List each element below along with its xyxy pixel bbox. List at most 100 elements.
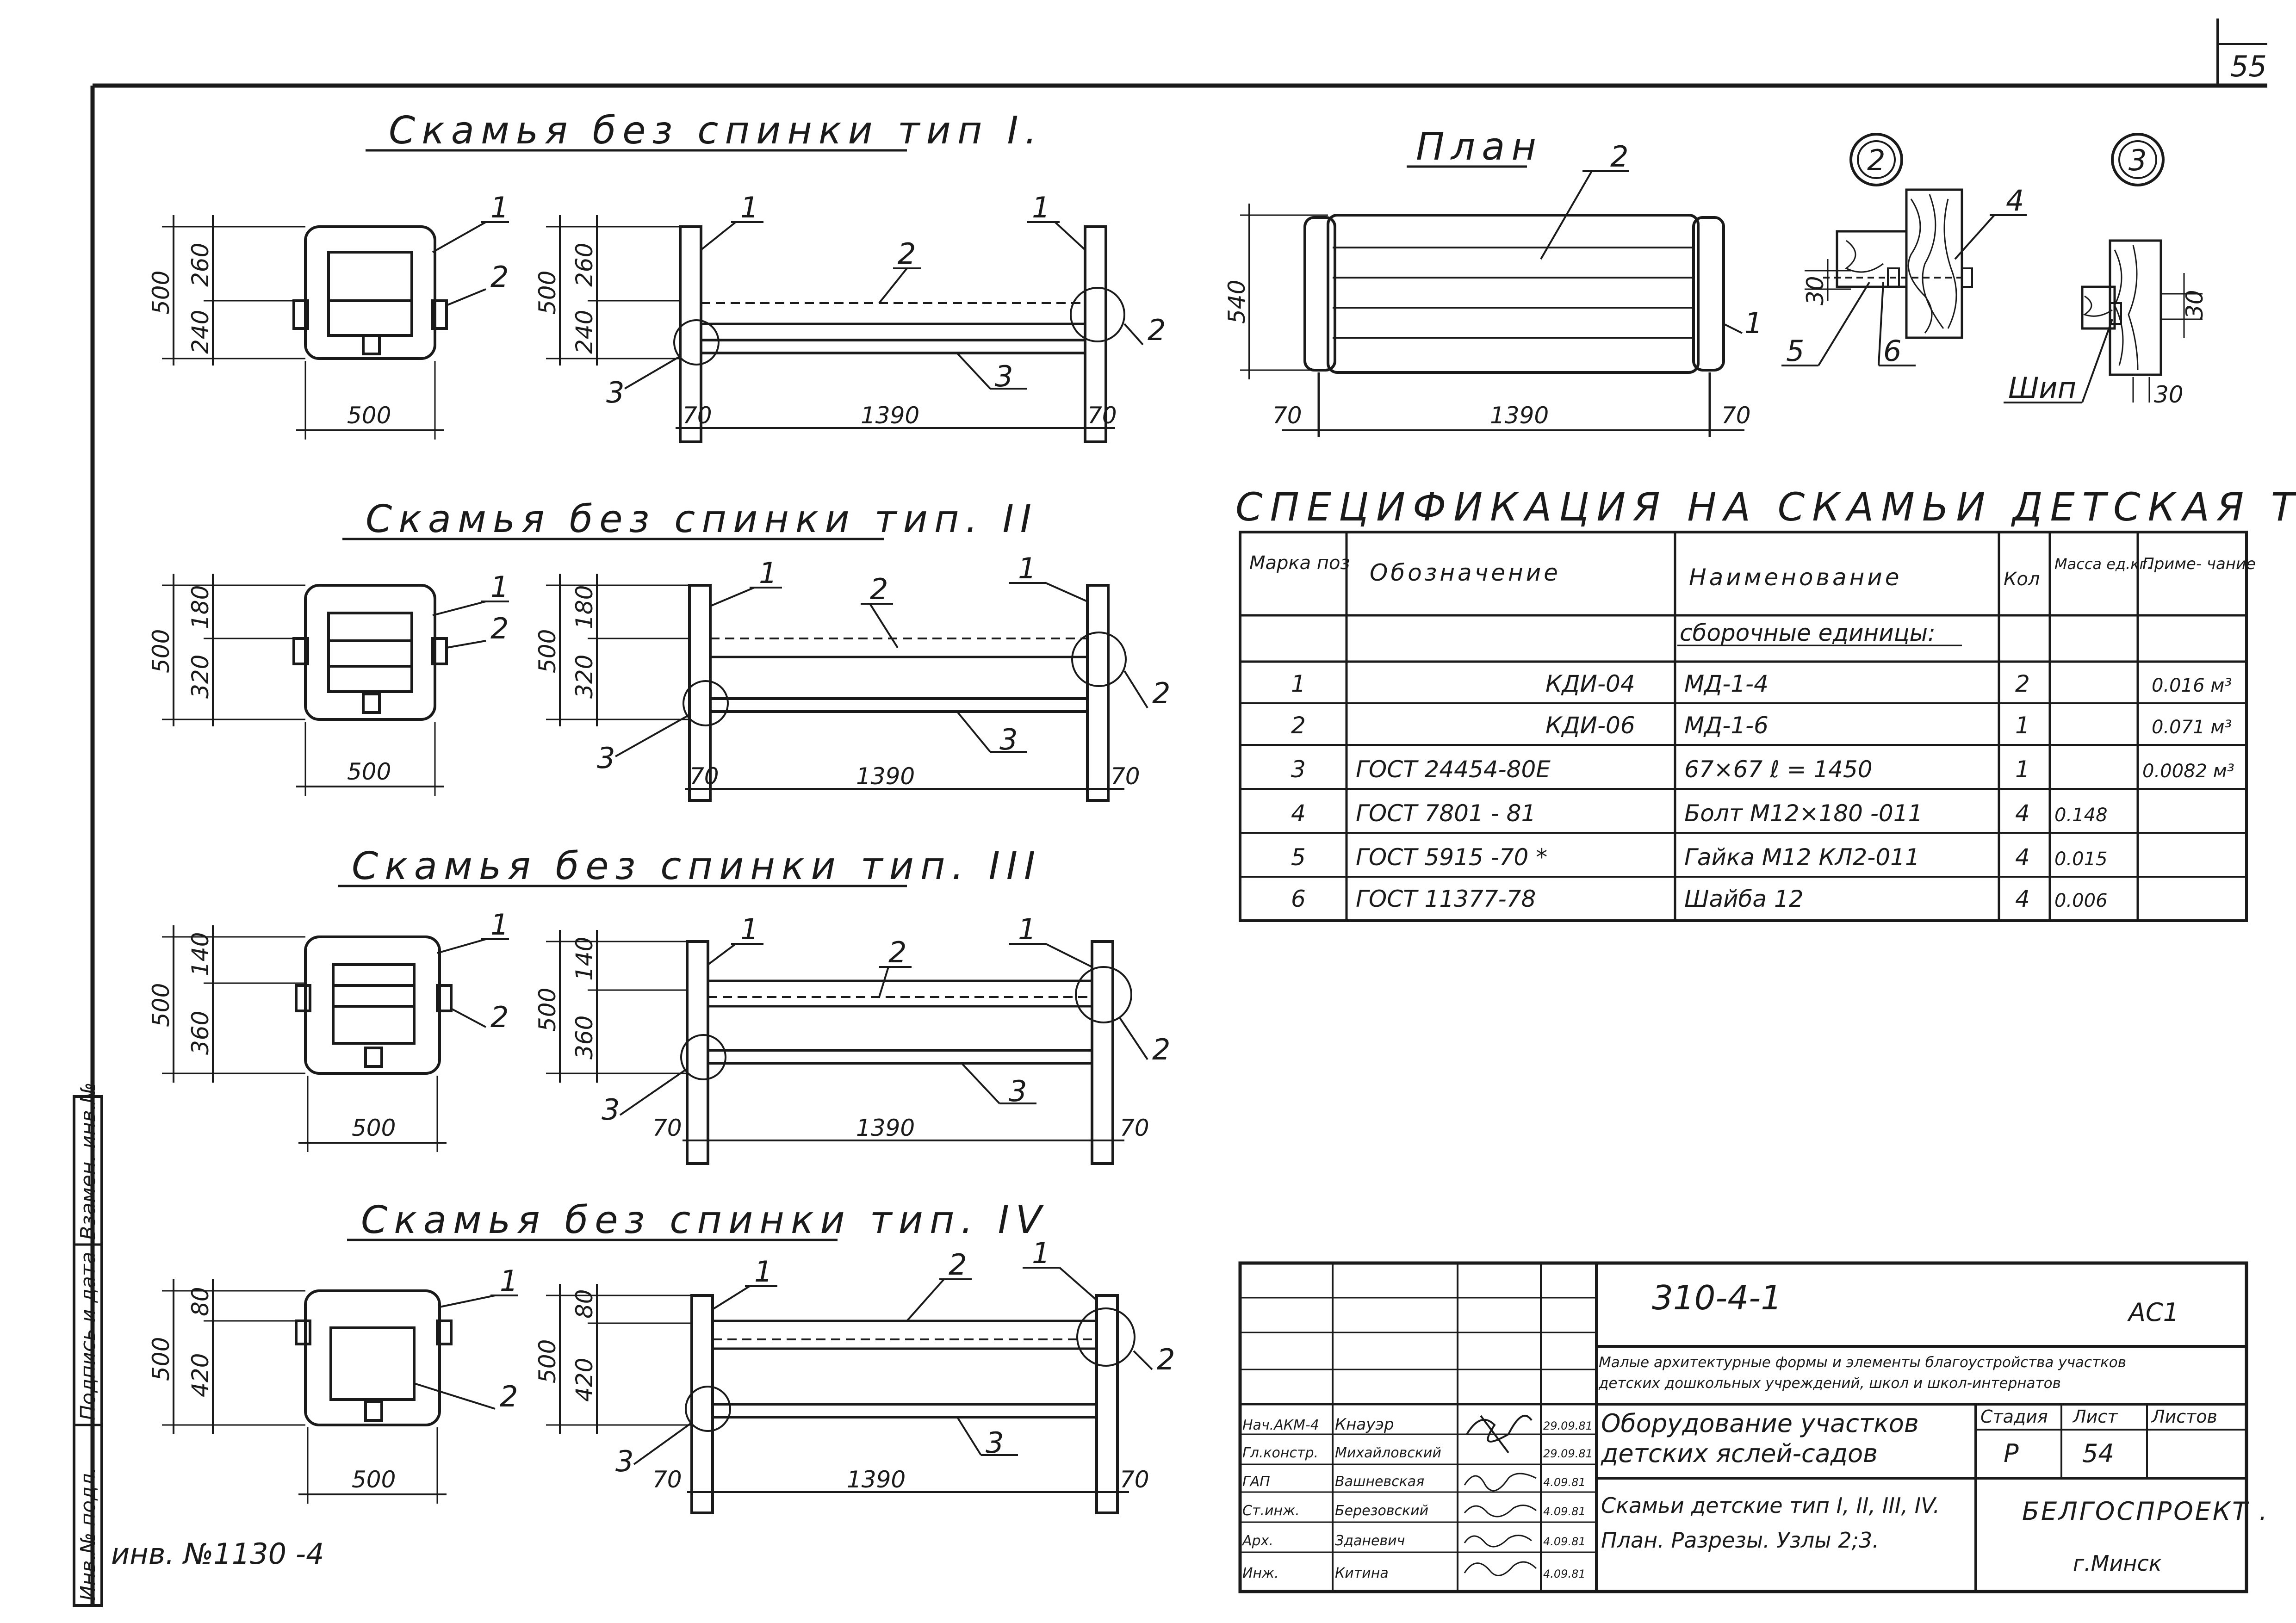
titleblock-code: 310-4-1 bbox=[1652, 1278, 1782, 1317]
bench-title-1: Скамья без спинки тип I. bbox=[389, 109, 1043, 153]
spec-row-2-note: 0.071 м³ bbox=[2152, 717, 2232, 738]
spec-row-2-name: МД-1-6 bbox=[1684, 712, 1769, 739]
side-stamp-replaced: Взамен. инв.№ bbox=[76, 1082, 100, 1240]
bench-3-side-lower: 360 bbox=[571, 1016, 598, 1059]
titleblock-person-5-role: Арх. bbox=[1241, 1533, 1273, 1549]
titleblock-sheet-label: Лист bbox=[2072, 1406, 2118, 1427]
bench-type-3: Скамья без спинки тип. III 500 140 360 5… bbox=[148, 844, 1170, 1165]
titleblock-person-4-name: Березовский bbox=[1335, 1503, 1428, 1519]
titleblock-section-line1: Оборудование участков bbox=[1601, 1409, 1919, 1438]
bench-4-side-lower: 420 bbox=[571, 1358, 598, 1402]
bench-title-4: Скамья без спинки тип. IV bbox=[361, 1198, 1048, 1242]
spec-row-5-name: Гайка М12 КЛ2-011 bbox=[1684, 844, 1920, 871]
node-2-label: 2 bbox=[1867, 143, 1885, 177]
bench-4-end-upper: 80 bbox=[187, 1287, 214, 1316]
plan-length: 1390 bbox=[1490, 402, 1549, 429]
spec-group-label: сборочные единицы: bbox=[1680, 619, 1936, 646]
bench-3-end-upper: 140 bbox=[187, 932, 214, 976]
bench-3-end-mark-2: 2 bbox=[490, 1000, 509, 1034]
spec-row-3-designation: ГОСТ 24454-80Е bbox=[1356, 756, 1551, 783]
spec-row-5-mass: 0.015 bbox=[2054, 849, 2108, 870]
spec-header-name: Наименование bbox=[1689, 564, 1902, 591]
spec-row-6-qty: 4 bbox=[2015, 886, 2030, 912]
title-block: 310-4-1 АС1 Малые архитектурные формы и … bbox=[1238, 1261, 2269, 1593]
bench-2-side-mark-1a: 1 bbox=[759, 556, 777, 590]
inventory-number: инв. №1130 -4 bbox=[111, 1537, 324, 1571]
bench-2-end-width: 500 bbox=[347, 758, 391, 785]
bench-1-end-upper: 260 bbox=[187, 243, 214, 287]
bench-3-side-height: 500 bbox=[534, 988, 561, 1032]
spec-row-5-qty: 4 bbox=[2015, 844, 2030, 871]
titleblock-person-2-name: Михайловский bbox=[1335, 1445, 1441, 1461]
spec-row-4-qty: 4 bbox=[2015, 800, 2030, 827]
bench-2-side-length: 1390 bbox=[856, 763, 915, 790]
sheet-frame bbox=[73, 19, 2267, 1607]
bench-2-side-upper: 180 bbox=[571, 585, 598, 629]
bench-2-side-mark-2a: 2 bbox=[870, 572, 888, 606]
bench-3-side-mark-3b: 3 bbox=[1009, 1074, 1027, 1108]
bench-4-end-height: 500 bbox=[148, 1337, 174, 1381]
spec-row-2-pos: 2 bbox=[1291, 712, 1306, 739]
bench-2-side-mark-3a: 3 bbox=[597, 741, 615, 775]
bench-type-4: Скамья без спинки тип. IV 500 80 420 500… bbox=[148, 1198, 1175, 1514]
spec-row-1-designation: КДИ-04 bbox=[1545, 670, 1635, 697]
side-stamp-inventory: Инв.№ подл. bbox=[76, 1467, 100, 1601]
titleblock-sheet-line1: Скамьи детские тип I, II, III, IV. bbox=[1601, 1493, 1940, 1518]
bench-3-side-mark-1b: 1 bbox=[1018, 912, 1036, 946]
spec-row-3-pos: 3 bbox=[1291, 756, 1306, 783]
node-2-dim: 30 bbox=[1802, 276, 1829, 305]
bench-2-side-mark-1b: 1 bbox=[1018, 551, 1036, 585]
titleblock-sheet-line2: План. Разрезы. Узлы 2;3. bbox=[1601, 1528, 1879, 1553]
node-3-dim-h: 30 bbox=[2154, 381, 2184, 408]
bench-1-end-width: 500 bbox=[347, 402, 391, 429]
bench-1-end-mark-2: 2 bbox=[490, 260, 509, 294]
titleblock-person-5-name: Зданевич bbox=[1335, 1533, 1405, 1549]
bench-4-end-width: 500 bbox=[352, 1466, 396, 1493]
bench-1-side-mark-2b: 2 bbox=[1148, 313, 1166, 347]
plan-view: План 540 70 1390 70 2 1 bbox=[1223, 125, 1762, 437]
node-2-mark-4: 4 bbox=[2006, 184, 2024, 217]
bench-1-side-length: 1390 bbox=[861, 402, 919, 429]
bench-3-side-left: 70 bbox=[652, 1115, 682, 1141]
titleblock-project-line1: Малые архитектурные формы и элементы бла… bbox=[1599, 1354, 2126, 1371]
bench-4-side-left: 70 bbox=[652, 1466, 682, 1493]
node-2-mark-5: 5 bbox=[1786, 334, 1804, 368]
titleblock-city: г.Минск bbox=[2073, 1551, 2162, 1576]
spec-row-4-name: Болт М12×180 -011 bbox=[1684, 800, 1923, 827]
titleblock-person-6-role: Инж. bbox=[1242, 1565, 1279, 1581]
spec-row-4-pos: 4 bbox=[1291, 800, 1306, 827]
titleblock-person-2-date: 29.09.81 bbox=[1543, 1447, 1593, 1460]
bench-4-side-mark-1a: 1 bbox=[754, 1255, 772, 1288]
node-3-detail: 3 30 30 Шип bbox=[2004, 133, 2208, 408]
titleblock-person-3-date: 4.09.81 bbox=[1543, 1476, 1586, 1489]
titleblock-person-1-role: Нач.АКМ-4 bbox=[1242, 1417, 1319, 1433]
titleblock-person-6-name: Китина bbox=[1335, 1565, 1389, 1581]
spec-row-5-pos: 5 bbox=[1291, 844, 1306, 871]
bench-1-side-mark-3b: 3 bbox=[995, 359, 1013, 393]
spec-row-6-name: Шайба 12 bbox=[1684, 886, 1804, 912]
bench-type-2: Скамья без спинки тип. II 500 180 320 50… bbox=[148, 497, 1170, 802]
node-2-detail: 2 30 4 5 6 bbox=[1781, 133, 2027, 368]
plan-mark-2: 2 bbox=[1610, 140, 1628, 173]
spec-row-1-pos: 1 bbox=[1291, 670, 1306, 697]
bench-4-side-upper: 80 bbox=[571, 1289, 598, 1319]
bench-1-side-right: 70 bbox=[1087, 402, 1117, 429]
spec-row-4-mass: 0.148 bbox=[2054, 805, 2108, 826]
bench-1-side-left: 70 bbox=[683, 402, 712, 429]
titleblock-code-suffix: АС1 bbox=[2127, 1298, 2179, 1327]
titleblock-stage: Р bbox=[2004, 1439, 2019, 1468]
bench-2-side-height: 500 bbox=[534, 629, 561, 673]
spec-row-6-designation: ГОСТ 11377-78 bbox=[1356, 886, 1536, 912]
bench-2-side-mark-3b: 3 bbox=[999, 723, 1018, 756]
bench-4-end-lower: 420 bbox=[187, 1353, 214, 1397]
bench-2-side-right: 70 bbox=[1111, 763, 1140, 790]
spec-row-1-name: МД-1-4 bbox=[1684, 670, 1769, 697]
titleblock-org: БЕЛГОСПРОЕКТ . bbox=[2022, 1497, 2269, 1526]
spec-header-qty: Кол bbox=[2004, 569, 2040, 590]
bench-2-end-mark-2: 2 bbox=[490, 612, 509, 645]
titleblock-section-line2: детских яслей-садов bbox=[1601, 1439, 1878, 1468]
spec-row-5-designation: ГОСТ 5915 -70 * bbox=[1356, 844, 1547, 871]
bench-2-end-mark-1: 1 bbox=[490, 570, 509, 604]
